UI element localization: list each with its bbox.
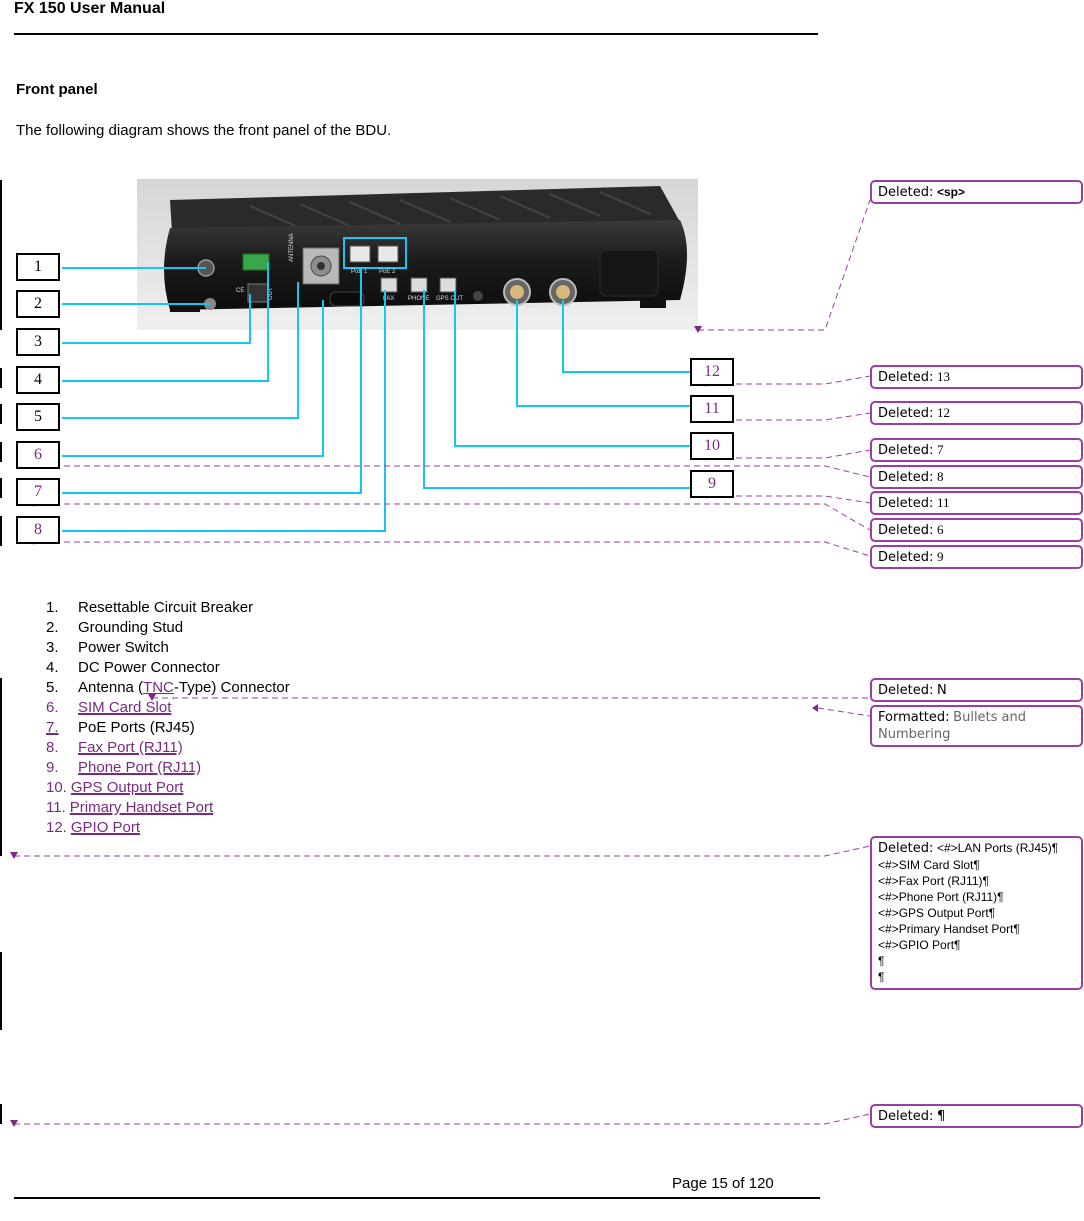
list-item: 7.PoE Ports (RJ45)	[46, 719, 195, 736]
callout-6: 6	[16, 441, 60, 469]
revision-balloon[interactable]: Deleted: 12	[870, 401, 1083, 425]
revision-balloon[interactable]: Deleted: 6	[870, 518, 1083, 542]
panel-label: PHONE	[408, 296, 429, 302]
callout-7: 7	[16, 478, 60, 506]
revision-connectors	[14, 199, 871, 1125]
revision-balloon[interactable]: Deleted: <#>LAN Ports (RJ45)¶ <#>SIM Car…	[870, 836, 1083, 990]
list-item: 4.DC Power Connector	[46, 659, 220, 676]
section-title: Front panel	[16, 81, 98, 98]
callout-4: 4	[16, 366, 60, 394]
revision-balloon[interactable]: Deleted: N	[870, 678, 1083, 702]
leader-lines	[62, 262, 690, 532]
list-item: 12.GPIO Port	[46, 819, 141, 836]
list-item: 11.Primary Handset Port	[46, 799, 214, 816]
change-bar	[0, 404, 2, 424]
callout-5: 5	[16, 403, 60, 431]
callout-8: 8	[16, 516, 60, 544]
header-rule	[14, 33, 818, 35]
footer-rule	[14, 1197, 820, 1199]
callout-3: 3	[16, 328, 60, 356]
callout-1: 1	[16, 253, 60, 281]
panel-label: CE	[236, 288, 244, 294]
change-bar	[0, 478, 2, 498]
document-header-title: FX 150 User Manual	[14, 0, 166, 17]
list-item: 6.SIM Card Slot	[46, 699, 172, 716]
list-item: 9.Phone Port (RJ11)	[46, 759, 202, 776]
intro-paragraph: The following diagram shows the front pa…	[16, 122, 392, 139]
list-item: 3.Power Switch	[46, 639, 169, 656]
change-bar	[0, 678, 2, 856]
revision-balloon[interactable]: Deleted: <sp>	[870, 180, 1083, 204]
list-item: 1.Resettable Circuit Breaker	[46, 599, 254, 616]
callout-2: 2	[16, 290, 60, 318]
callout-9: 9	[690, 470, 734, 498]
list-item: 8.Fax Port (RJ11)	[46, 739, 183, 756]
panel-label: HANDSET	[525, 304, 554, 310]
formatting-balloon[interactable]: Formatted: Bullets and Numbering	[870, 705, 1083, 747]
list-item: 10.GPS Output Port	[46, 779, 184, 796]
callout-11: 11	[690, 395, 734, 423]
panel-label: PoE 2	[379, 269, 396, 275]
change-bar	[0, 952, 2, 1030]
revision-balloon[interactable]: Deleted: 8	[870, 465, 1083, 489]
change-bar	[0, 516, 2, 546]
panel-label: OUT	[268, 287, 274, 300]
panel-label: PoE 1	[351, 269, 368, 275]
revision-balloon[interactable]: Deleted: 11	[870, 491, 1083, 515]
panel-label: GPS OUT	[436, 296, 463, 302]
change-bar	[0, 180, 2, 330]
callout-10: 10	[690, 432, 734, 460]
list-item: 5.Antenna (TNC-Type) Connector	[46, 679, 290, 696]
revision-balloon[interactable]: Deleted: 13	[870, 365, 1083, 389]
change-bar	[0, 1104, 2, 1124]
page-number: Page 15 of 120	[672, 1175, 774, 1192]
callout-12: 12	[690, 358, 734, 386]
revision-balloon[interactable]: Deleted: ¶	[870, 1104, 1083, 1128]
list-item: 2.Grounding Stud	[46, 619, 184, 636]
revision-balloon[interactable]: Deleted: 9	[870, 545, 1083, 569]
revision-balloon[interactable]: Deleted: 7	[870, 438, 1083, 462]
panel-label: ANTENNA	[289, 233, 295, 262]
change-bar	[0, 442, 2, 462]
panel-label: FAX	[383, 296, 394, 302]
change-bar	[0, 368, 2, 388]
